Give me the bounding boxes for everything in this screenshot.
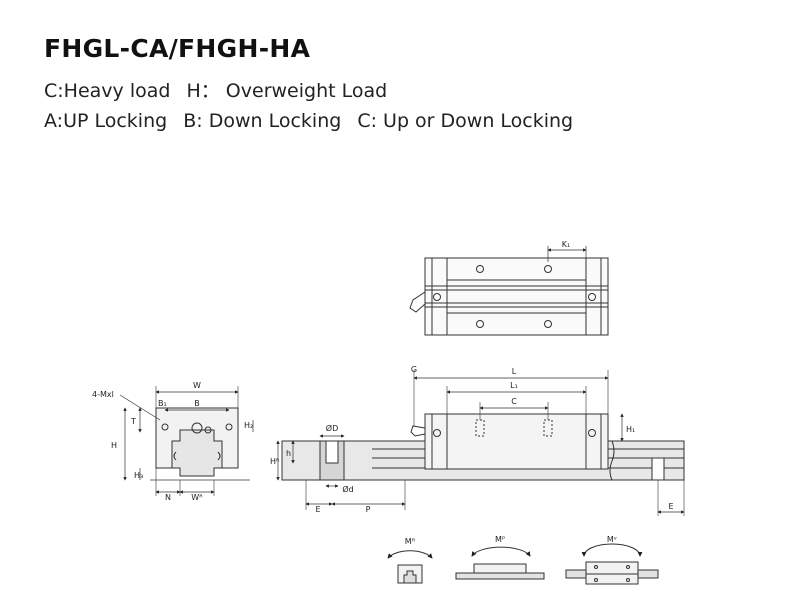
moment-mp-diagram	[455, 546, 545, 580]
dim-n: N	[165, 493, 171, 502]
dim-h: H	[111, 441, 117, 450]
page-title: FHGL-CA/FHGH-HA	[44, 34, 311, 63]
dim-od: ØD	[326, 423, 338, 433]
locking-type-legend: A:UP Locking B: Down Locking C: Up or Do…	[44, 110, 583, 132]
dim-h2: H₂	[244, 421, 253, 430]
legend-heavy-load: C:Heavy load	[44, 80, 171, 102]
dim-l1: L₁	[510, 381, 518, 390]
dim-h3: H₃	[134, 471, 143, 480]
dim-od-small: Ød	[342, 484, 353, 494]
dim-l: L	[512, 367, 517, 376]
moment-mp-label: Mᴾ	[495, 535, 505, 544]
dim-e: E	[315, 505, 320, 514]
dim-p: P	[366, 505, 371, 514]
legend-up-locking: A:UP Locking	[44, 110, 168, 132]
moment-mr-diagram	[387, 550, 433, 584]
dim-e-right: E	[668, 502, 673, 511]
dim-hr: Hᴿ	[270, 457, 280, 466]
legend-up-or-down-locking: C: Up or Down Locking	[357, 110, 574, 132]
load-type-legend: C:Heavy load H： Overweight Load	[44, 76, 397, 103]
dim-b1: B₁	[158, 399, 167, 408]
dim-c: C	[511, 397, 517, 406]
dim-k1: K₁	[562, 240, 570, 249]
dim-w: W	[193, 381, 201, 390]
end-view	[119, 386, 254, 496]
side-view	[276, 370, 685, 516]
legend-down-locking: B: Down Locking	[183, 110, 342, 132]
dim-t: T	[130, 417, 136, 426]
dim-4-mxl: 4-Mxl	[92, 390, 114, 399]
dim-b: B	[194, 399, 200, 408]
moment-my-label: Mᵛ	[607, 535, 617, 544]
dim-h-small: h	[286, 449, 291, 458]
legend-overweight-load: H： Overweight Load	[186, 80, 388, 102]
dim-g: G	[411, 365, 417, 374]
dim-wr: Wᴿ	[191, 493, 203, 502]
moment-my-diagram	[565, 543, 659, 585]
top-view	[409, 246, 609, 336]
moment-mr-label: Mᴿ	[405, 537, 416, 546]
dim-h1: H₁	[626, 425, 635, 434]
